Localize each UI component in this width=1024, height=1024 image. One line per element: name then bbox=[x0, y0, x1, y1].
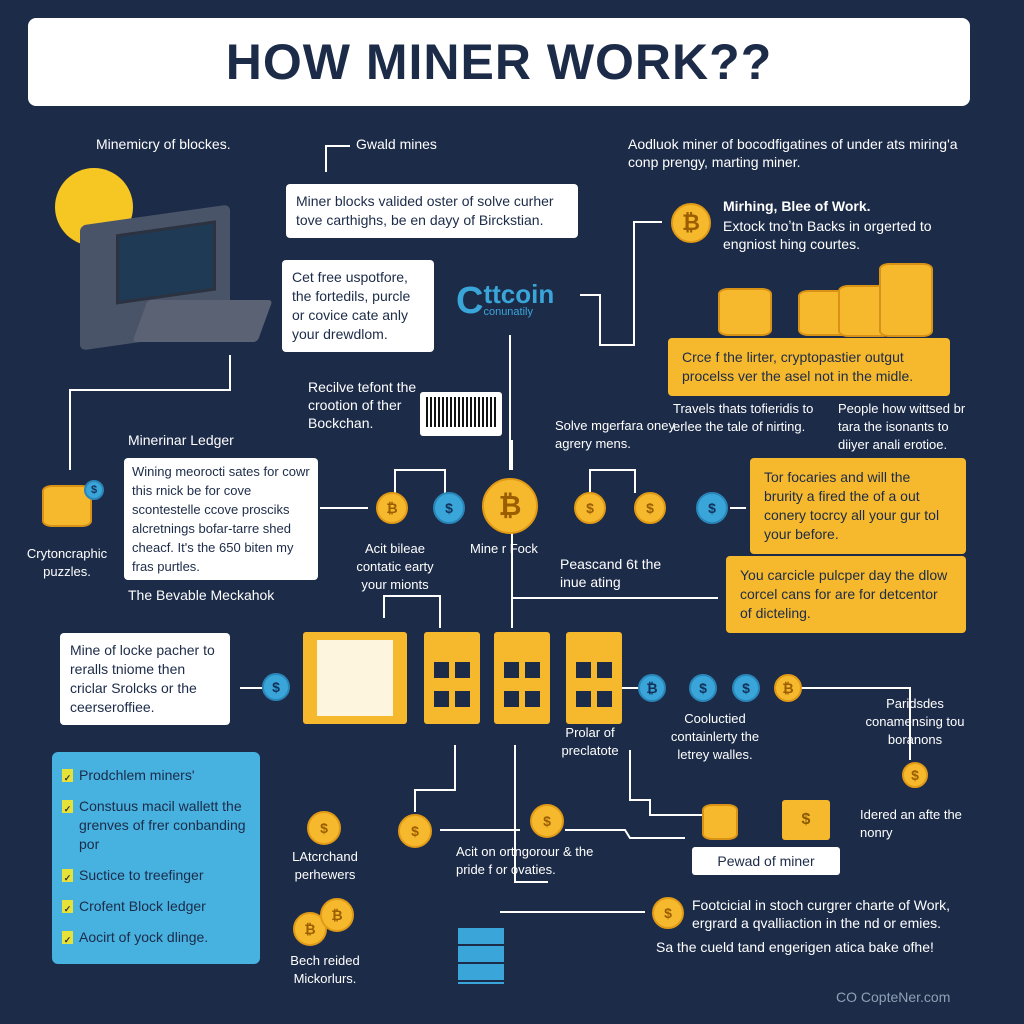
checklist-text: Crofent Block ledger bbox=[79, 898, 206, 914]
checklist-text: Constuus macil wallett the grenves of fr… bbox=[79, 798, 246, 852]
check-icon: ✓ bbox=[62, 931, 73, 945]
check-icon: ✓ bbox=[62, 900, 73, 914]
dollar-icon: $ bbox=[634, 492, 666, 524]
coin-stack-icon bbox=[702, 804, 738, 840]
checklist-item: ✓ Aocirt of yock dlinge. bbox=[62, 928, 250, 947]
bitcoin-icon: ₿ bbox=[774, 674, 802, 702]
dollar-icon: $ bbox=[262, 673, 290, 701]
label-bevable: The Bevable Meckahok bbox=[128, 587, 275, 603]
label-travels: Travels thats tofieridis to erlee the ta… bbox=[673, 401, 814, 434]
dollar-icon: $ bbox=[307, 811, 341, 845]
bitcoin-icon: ₿ bbox=[671, 203, 711, 243]
dollar-icon: $ bbox=[652, 897, 684, 929]
checklist-text: Suctice to treefinger bbox=[79, 867, 204, 883]
label-minemicry: Minemicry of blockes. bbox=[96, 136, 231, 152]
block-icon bbox=[494, 632, 550, 724]
dollar-icon: $ bbox=[84, 480, 104, 500]
you-box: You carcicle pulcper day the dlow corcel… bbox=[726, 556, 966, 633]
coin-stack-icon bbox=[718, 288, 772, 336]
dollar-icon: $ bbox=[696, 492, 728, 524]
dollar-icon: $ bbox=[732, 674, 760, 702]
label-solve: Solve mgerfara oney agrery mens. bbox=[555, 418, 675, 451]
checklist-item: ✓ Constuus macil wallett the grenves of f… bbox=[62, 797, 250, 854]
block-stack-icon bbox=[458, 928, 504, 984]
label-bech: Bech reided Mickorlurs. bbox=[290, 953, 360, 986]
label-paridsdes: Paridsdes conamensing tou boranons bbox=[865, 696, 965, 747]
label-mining-proof-title: Mirhing, Blee of Work. bbox=[723, 198, 871, 214]
winning-box: Wining meorocti sates for cowr this rnic… bbox=[124, 458, 318, 580]
dollar-icon: $ bbox=[433, 492, 465, 524]
dollar-icon: $ bbox=[902, 762, 928, 788]
dollar-icon: $ bbox=[689, 674, 717, 702]
barcode-icon bbox=[420, 392, 502, 436]
label-idered: Idered an afte the nonry bbox=[860, 807, 962, 840]
block-icon bbox=[424, 632, 480, 724]
check-icon: ✓ bbox=[62, 869, 73, 883]
dollar-icon: $ bbox=[574, 492, 606, 524]
bitcoin-icon: ₿ bbox=[376, 492, 408, 524]
check-icon: ✓ bbox=[62, 769, 73, 783]
keyboard-icon bbox=[132, 300, 273, 342]
reward-label: Pewad of miner bbox=[692, 847, 840, 875]
label-crypto-puzzles: Crytoncraphic puzzles. bbox=[26, 546, 108, 579]
coin-stack-icon bbox=[879, 263, 933, 337]
bitcoin-icon: ₿ bbox=[638, 674, 666, 702]
label-footer-2: Sa the cueld tand engerigen atica bake o… bbox=[656, 939, 934, 955]
checklist-item: ✓ Prodchlem miners' bbox=[62, 766, 250, 785]
dollar-icon: $ bbox=[530, 804, 564, 838]
bitcoin-icon: ₿ bbox=[320, 898, 354, 932]
checklist-text: Aocirt of yock dlinge. bbox=[79, 929, 209, 945]
label-ledger-heading: Minerinar Ledger bbox=[128, 432, 234, 448]
checklist-text: Prodchlem miners' bbox=[79, 767, 195, 783]
watermark: CO CopteNer.com bbox=[836, 989, 951, 1005]
check-icon: ✓ bbox=[62, 800, 73, 814]
label-acit: Acit bileae contatic earty your mionts bbox=[356, 541, 434, 592]
coin-stack-icon bbox=[42, 485, 92, 527]
checklist-item: ✓ Crofent Block ledger bbox=[62, 897, 250, 916]
label-footer-1: Footcicial in stoch curgrer charte of Wo… bbox=[692, 897, 951, 931]
bitcoin-community-logo: C ttcoin conunatily bbox=[456, 279, 555, 322]
label-latercthand: LAtcrchand perhewers bbox=[292, 849, 358, 882]
label-people: People how wittsed br tara the isonants … bbox=[838, 401, 966, 452]
tor-box: Tor focaries and will the brurity a fire… bbox=[750, 458, 966, 554]
block-icon bbox=[566, 632, 622, 724]
dollar-icon: $ bbox=[398, 814, 432, 848]
label-prolar: Prolar of preclatote bbox=[561, 725, 619, 758]
page-title: HOW MINER WORK?? bbox=[28, 18, 970, 106]
checklist-item: ✓ Suctice to treefinger bbox=[62, 866, 250, 885]
label-acit-on: Acit on ortngorour & the pride f or ovat… bbox=[456, 844, 594, 877]
logo-subtext: conunatily bbox=[483, 306, 533, 318]
mine-lock-box: Mine of locke pacher to reralls tniome t… bbox=[60, 633, 230, 725]
label-cooluctied: Cooluctied containlerty the letrey walle… bbox=[670, 711, 760, 762]
puzzle-block-icon bbox=[303, 632, 407, 724]
bitcoin-icon: ₿ bbox=[482, 478, 538, 534]
get-free-box: Cet free uspotfore, the fortedils, purcl… bbox=[282, 260, 434, 352]
logo-text: ttcoin bbox=[483, 279, 555, 309]
label-mining-proof-body: Extock tnoʼtn Backs in orgerted to engni… bbox=[723, 218, 932, 252]
label-gwald: Gwald mines bbox=[356, 136, 437, 152]
crce-box: Crce f the lirter, cryptopastier outgut … bbox=[668, 338, 950, 396]
label-peascand: Peascand 6t the inue ating bbox=[560, 556, 662, 590]
wallet-icon: $ bbox=[782, 800, 830, 840]
checklist-panel: ✓ Prodchlem miners' ✓ Constuus macil walle… bbox=[52, 752, 260, 964]
label-recive: Recilve tefont the crootion of ther Bock… bbox=[308, 379, 417, 431]
label-top-right: Aodluok miner of bocodfigatines of under… bbox=[628, 136, 958, 170]
miner-blocks-box: Miner blocks valided oster of solve curh… bbox=[286, 184, 578, 238]
label-mine-fock: Mine r Fock bbox=[470, 541, 538, 556]
